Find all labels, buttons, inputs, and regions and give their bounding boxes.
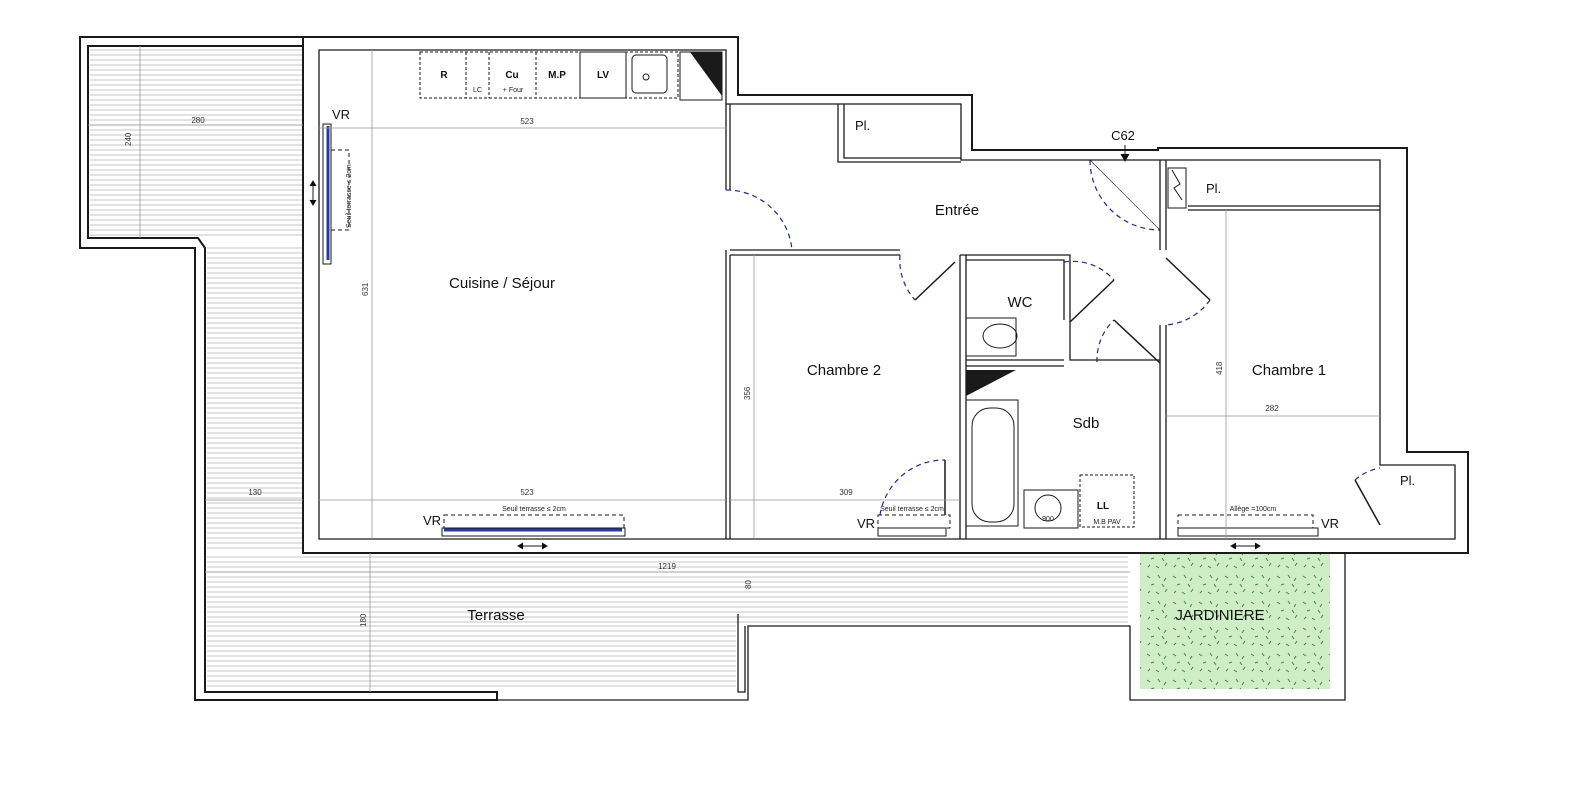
room-wc-label: WC (1008, 294, 1033, 311)
partitions (725, 104, 1380, 539)
exterior-wall (302, 36, 1469, 554)
windows (322, 123, 1319, 537)
placard-ch1-label: Pl. (1206, 181, 1221, 196)
room-chambre1-label: Chambre 1 (1252, 362, 1326, 379)
kitchen-four-label: + Four (503, 87, 524, 94)
room-chambre2-label: Chambre 2 (807, 362, 881, 379)
dim-282: 282 (1265, 404, 1279, 413)
terrasse-outline-right (737, 614, 746, 693)
seuil-left-label: Seuil terrasse ≤ 2cm (346, 164, 353, 228)
bathroom-fixtures (965, 167, 1187, 529)
vr-ch1-label: VR (1321, 516, 1339, 531)
laundry-mbpav-label: M.B PAV (1093, 519, 1121, 526)
vr-sejour-bottom-label: VR (423, 513, 441, 528)
allege-label: Allège =100cm (1230, 506, 1277, 513)
dim-130: 130 (248, 488, 262, 497)
seuil-ch2-label: Seuil terrasse ≤ 2cm (880, 506, 944, 513)
kitchen-lv-label: LV (597, 70, 609, 81)
dim-1219: 1219 (658, 562, 676, 571)
terrasse-outline (79, 36, 498, 701)
dim-280: 280 (191, 116, 205, 125)
room-sdb-label: Sdb (1073, 415, 1100, 432)
gaine-label: C62 (1111, 128, 1135, 143)
laundry-vmc-label: 900 (1042, 516, 1054, 523)
room-jardiniere-label: JARDINIERE (1175, 607, 1264, 624)
dim-523-top: 523 (520, 117, 534, 126)
terrasse-deck (90, 49, 1128, 687)
kitchen-r-label: R (440, 70, 448, 81)
kitchen-mp-label: M.P (548, 70, 566, 81)
dim-356: 356 (743, 386, 752, 400)
room-entree-label: Entrée (935, 202, 979, 219)
door-swings (725, 159, 1381, 526)
slide-arrows (309, 145, 1261, 550)
dim-180: 180 (359, 613, 368, 627)
room-terrasse-label: Terrasse (467, 607, 525, 624)
laundry-ll-label: LL (1097, 501, 1109, 512)
terrasse-outline-inner (88, 45, 1346, 701)
vr-ch2-label: VR (857, 516, 875, 531)
dim-523-bottom: 523 (520, 488, 534, 497)
seuil-bottom-label: Seuil terrasse ≤ 2cm (502, 506, 566, 513)
dim-240: 240 (124, 132, 133, 146)
room-sejour-label: Cuisine / Séjour (449, 275, 555, 292)
dim-418: 418 (1215, 361, 1224, 375)
kitchen-lc-label: LC (473, 87, 482, 94)
kitchen-counter (419, 51, 723, 101)
dimension-lines (88, 46, 1380, 692)
placard-entree-label: Pl. (855, 118, 870, 133)
vr-sejour-left-label: VR (332, 107, 350, 122)
kitchen-cu-label: Cu (505, 70, 518, 81)
exterior-wall-inner (318, 49, 1456, 540)
jardiniere-area (1140, 553, 1330, 689)
dim-80: 80 (744, 580, 753, 589)
dim-631: 631 (361, 282, 370, 296)
placard-ch1b-label: Pl. (1400, 473, 1415, 488)
dim-309: 309 (839, 488, 853, 497)
